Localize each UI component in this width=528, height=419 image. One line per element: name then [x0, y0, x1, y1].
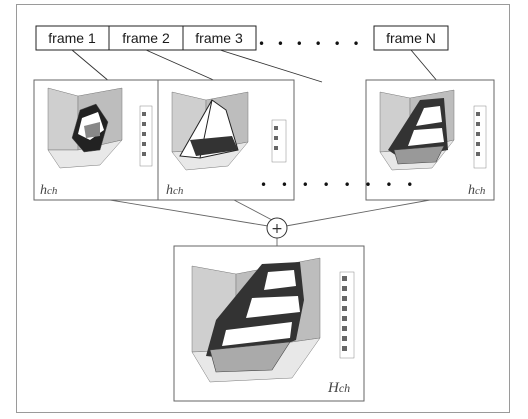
- connector-sum-n: [285, 199, 431, 227]
- frame-label-n: frame N: [386, 30, 436, 46]
- plus-symbol: +: [271, 221, 283, 237]
- result-plot-panel: Hch: [173, 245, 365, 402]
- plot-1-label: hch: [40, 183, 58, 198]
- frame-label-2: frame 2: [122, 30, 170, 46]
- connector-frame-1: [71, 49, 111, 83]
- frame-label-1: frame 1: [48, 30, 96, 46]
- result-plot-label: Hch: [327, 380, 350, 396]
- frame-connectors: [71, 49, 439, 83]
- connector-sum-2: [233, 199, 273, 221]
- frame-row: frame 1 frame 2 frame 3 frame N • • • • …: [35, 25, 449, 51]
- plot-panel-1: hch: [33, 79, 165, 201]
- connector-frame-3: [219, 49, 323, 83]
- frame-box-3: [182, 25, 257, 51]
- sum-operator: +: [266, 217, 288, 239]
- ellipsis-mid: • • • • • • • •: [260, 178, 418, 192]
- plot-panel-2: hch: [157, 79, 295, 201]
- outer-border: [16, 4, 510, 413]
- connector-sum-1: [109, 199, 269, 227]
- plot-2-label: hch: [166, 183, 184, 198]
- ellipsis-top: • • • • • •: [258, 37, 364, 51]
- connector-frame-2: [145, 49, 219, 83]
- frame-box-n: [373, 25, 449, 51]
- plot-n-label: hch: [468, 183, 486, 198]
- sum-connectors: [109, 199, 431, 246]
- plot-panel-n: hch: [365, 79, 495, 201]
- frame-label-3: frame 3: [195, 30, 243, 46]
- connector-frame-n: [410, 49, 439, 83]
